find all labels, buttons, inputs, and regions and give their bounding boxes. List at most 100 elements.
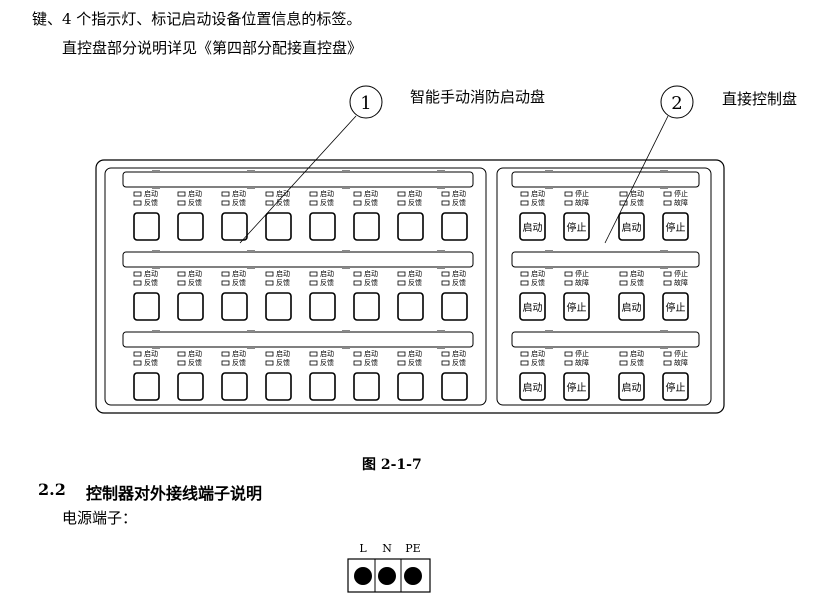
indicator-label: 启动 [232,349,246,358]
label-strip [511,251,700,268]
start-key-button [441,372,468,401]
indicator-light [353,280,362,286]
indicator-label: 反馈 [276,358,290,367]
control-key-button [519,292,546,321]
indicator-label: 停止 [674,269,688,278]
strip-tab [152,250,160,252]
start-key-button [221,292,248,321]
leader-line-2 [604,115,669,244]
strip-tab [247,170,255,172]
indicator-label: 反馈 [630,198,644,207]
indicator-light [520,280,529,286]
strip-tab [247,330,255,332]
indicator-label: 启动 [188,349,202,358]
strip-tab [152,347,160,349]
control-key-button [563,212,590,241]
strip-tab [342,187,350,189]
indicator-label: 启动 [276,269,290,278]
control-key-button [519,212,546,241]
callout-circle-2 [660,85,694,119]
start-key-button [177,292,204,321]
indicator-label: 反馈 [531,198,545,207]
strip-tab [342,267,350,269]
indicator-light [441,360,450,366]
indicator-label: 启动 [364,269,378,278]
indicator-light [520,360,529,366]
strip-tab [152,267,160,269]
indicator-light [520,351,529,357]
control-key-label: 启动 [622,381,642,394]
control-key-button [662,372,689,401]
power-terminal-label: 电源端子： [62,509,138,527]
control-key-label: 停止 [666,221,686,234]
start-key-button [397,372,424,401]
indicator-label: 反馈 [452,358,466,367]
indicator-light [564,360,573,366]
start-key-button [441,212,468,241]
indicator-light [619,271,628,277]
indicator-light [309,351,318,357]
strip-tab [660,170,668,172]
strip-tab [437,347,445,349]
label-strip [511,331,700,348]
control-key-button [662,212,689,241]
control-key-button [618,292,645,321]
indicator-light [520,200,529,206]
strip-tab [660,250,668,252]
control-key-label: 停止 [666,381,686,394]
indicator-label: 启动 [452,349,466,358]
indicator-light [564,271,573,277]
start-key-button [309,372,336,401]
terminal-screw [378,567,396,585]
body-text-line: 直控盘部分说明详见《第四部分配接直控盘》 [62,39,363,57]
indicator-light [441,200,450,206]
indicator-label: 反馈 [364,198,378,207]
indicator-label: 启动 [408,349,422,358]
strip-tab [342,347,350,349]
strip-tab [152,187,160,189]
leader-line-1 [239,115,357,244]
indicator-light [353,191,362,197]
callout-number-1: 1 [360,93,371,114]
indicator-label: 启动 [452,189,466,198]
indicator-label: 启动 [320,269,334,278]
indicator-light [564,280,573,286]
label-strip [511,171,700,188]
indicator-label: 反馈 [188,358,202,367]
control-key-label: 启动 [622,221,642,234]
indicator-label: 反馈 [364,278,378,287]
strip-tab [545,170,553,172]
indicator-light [133,360,142,366]
strip-tab [660,267,668,269]
strip-tab [545,330,553,332]
indicator-light [309,271,318,277]
strip-tab [545,267,553,269]
control-key-label: 停止 [567,301,587,314]
indicator-label: 停止 [674,189,688,198]
strip-tab [437,187,445,189]
indicator-label: 启动 [531,349,545,358]
indicator-light [663,360,672,366]
indicator-light [619,191,628,197]
indicator-light [564,351,573,357]
indicator-label: 反馈 [276,278,290,287]
start-key-button [265,292,292,321]
indicator-light [309,360,318,366]
indicator-label: 故障 [575,358,589,367]
strip-tab [342,250,350,252]
label-strip [122,251,474,268]
indicator-label: 反馈 [320,278,334,287]
indicator-label: 反馈 [320,358,334,367]
indicator-light [397,351,406,357]
indicator-label: 反馈 [452,198,466,207]
start-key-button [397,292,424,321]
indicator-light [663,200,672,206]
indicator-label: 故障 [575,198,589,207]
callout-circle-1 [349,85,383,119]
section-title: 控制器对外接线端子说明 [86,484,263,503]
indicator-light [441,271,450,277]
strip-tab [152,170,160,172]
indicator-light [353,351,362,357]
indicator-light [221,351,230,357]
